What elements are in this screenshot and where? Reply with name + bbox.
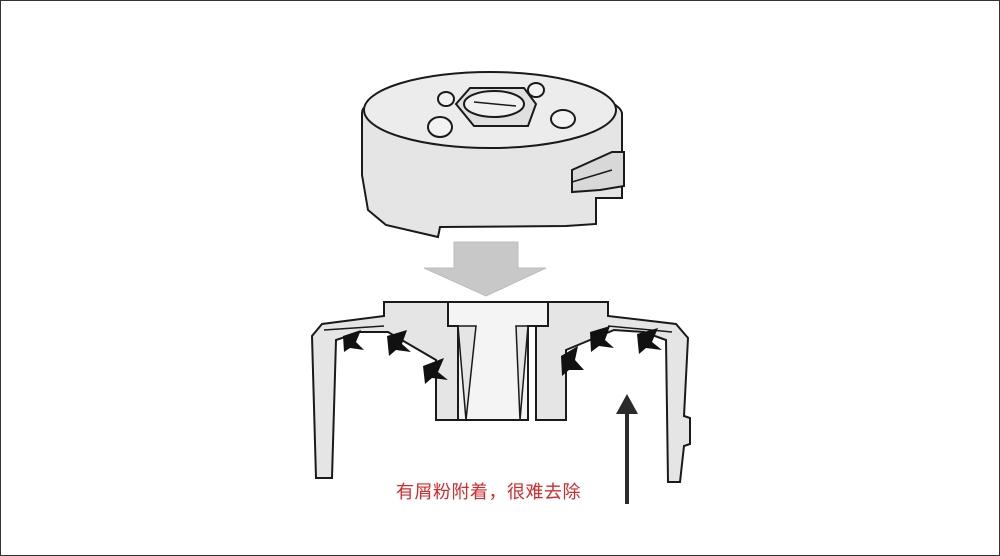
down-arrow-icon bbox=[423, 241, 547, 297]
up-arrow-icon bbox=[616, 394, 638, 504]
hole-top-right bbox=[527, 82, 545, 98]
hole-left bbox=[427, 116, 453, 138]
cylindrical-part bbox=[361, 71, 625, 239]
side-tab bbox=[571, 151, 625, 194]
housing-cross-section bbox=[310, 301, 691, 483]
hole-top bbox=[437, 91, 455, 107]
debris-particle-icon bbox=[343, 326, 662, 384]
hole-right bbox=[550, 109, 576, 129]
debris-caption: 有屑粉附着，很难去除 bbox=[396, 482, 581, 503]
